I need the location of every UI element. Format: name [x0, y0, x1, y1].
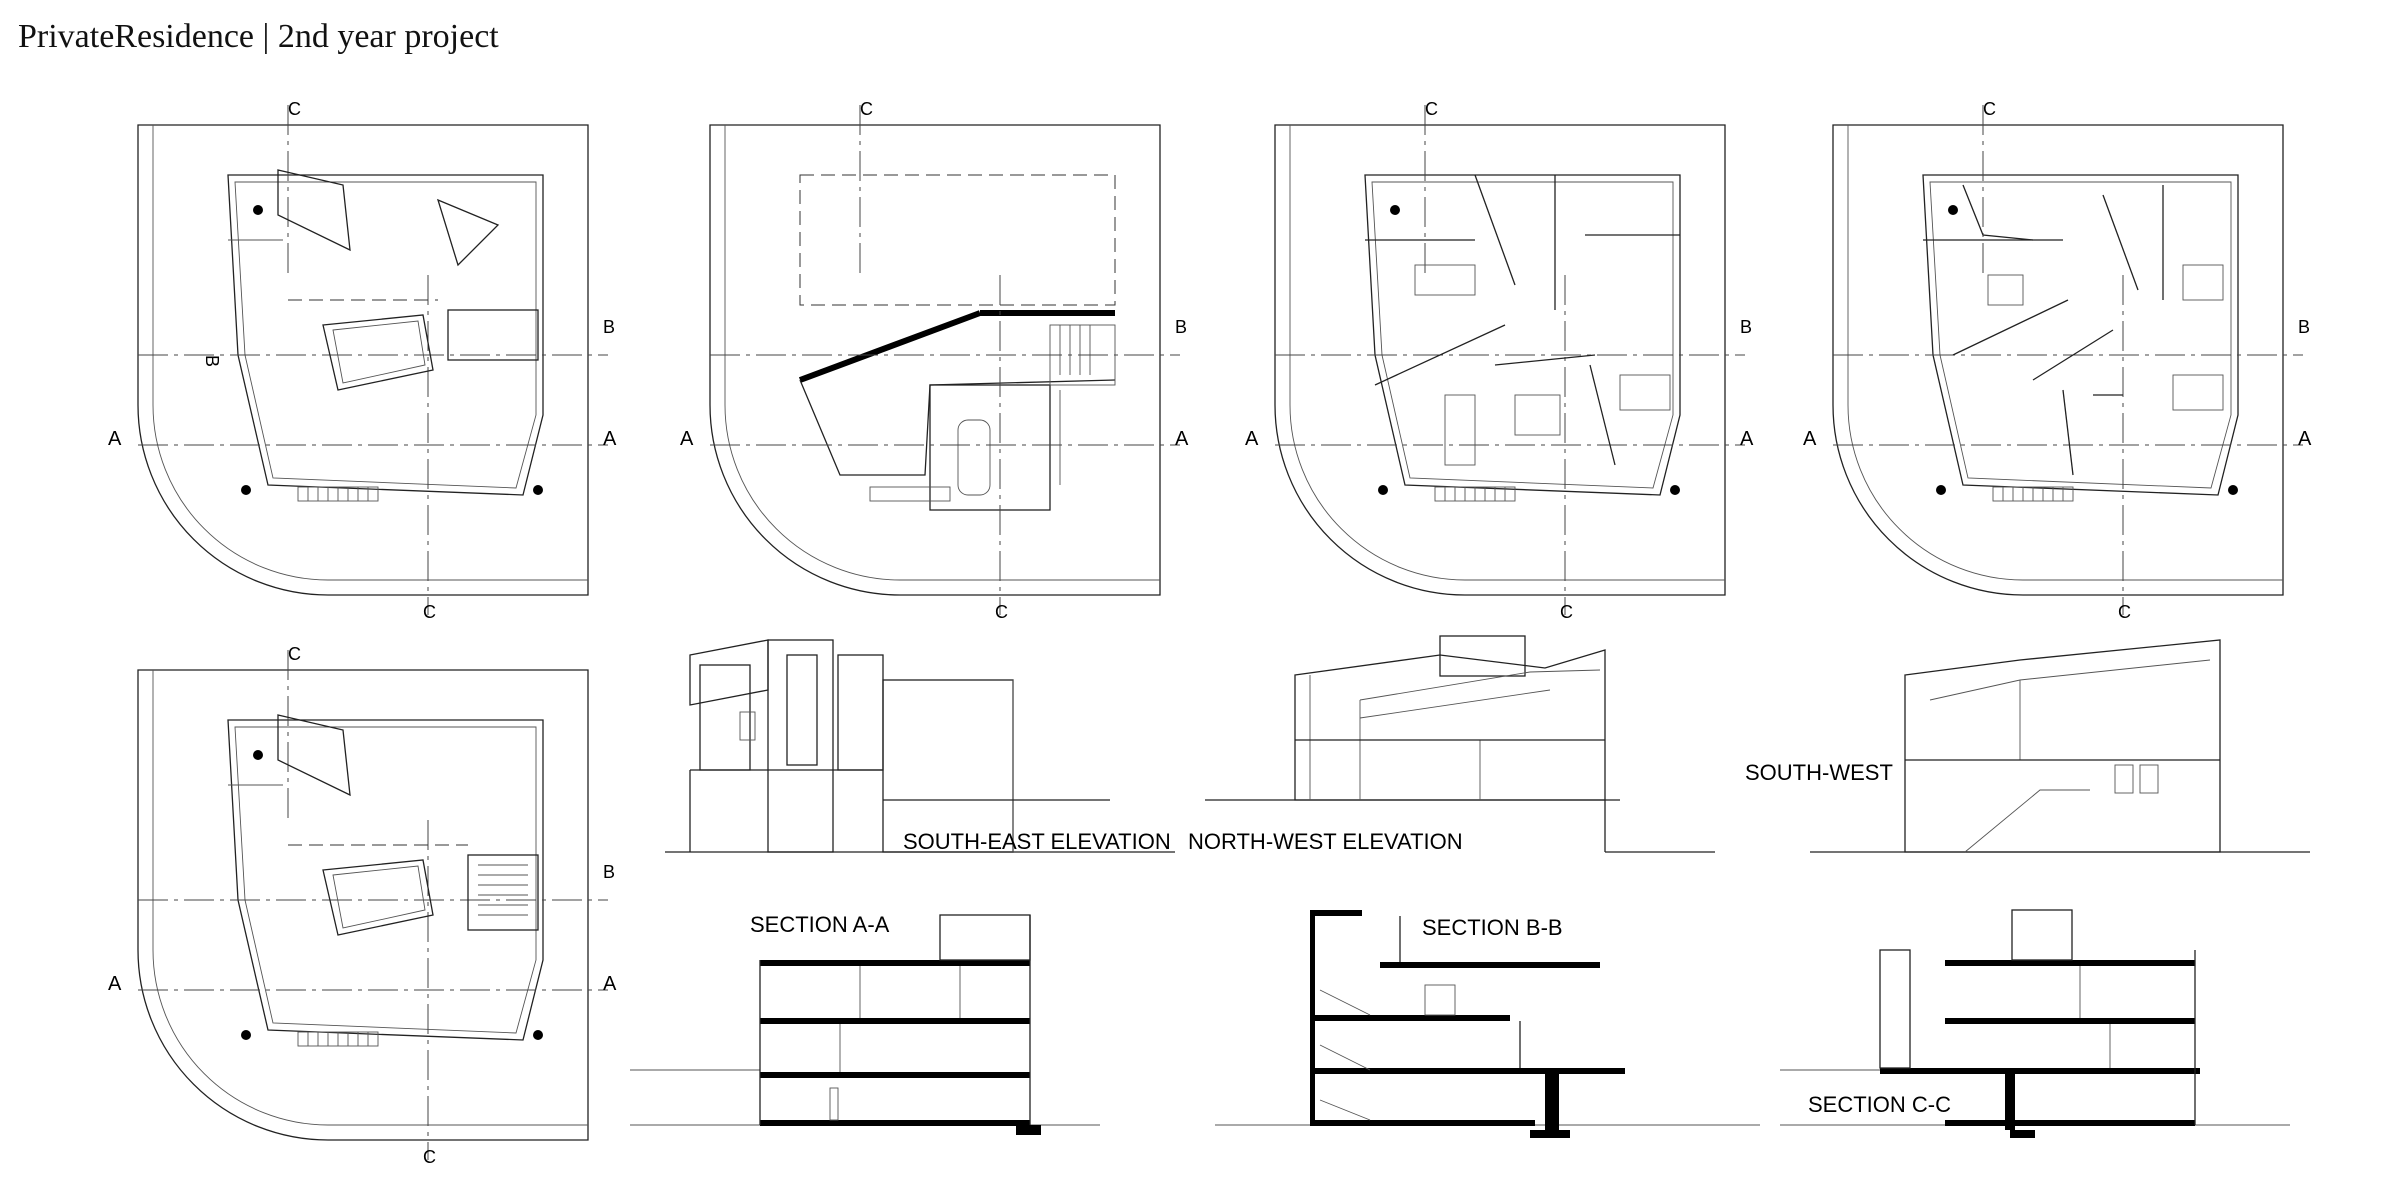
axis-label-c: C — [288, 644, 301, 664]
axis-label-a: A — [680, 428, 694, 450]
plan-second: B A A C C — [1803, 99, 2312, 622]
elevation-south-east: SOUTH-EAST ELEVATION — [665, 639, 1175, 854]
axis-label-c: C — [288, 99, 301, 119]
axis-label-c: C — [860, 99, 873, 119]
axis-label-c: C — [423, 602, 436, 622]
axis-label-b: B — [1175, 317, 1187, 337]
section-label: SECTION A-A — [750, 912, 890, 937]
section-c-c: SECTION C-C — [1780, 909, 2290, 1138]
axis-label-a: A — [603, 428, 617, 450]
plan-roof: B B A A C C — [108, 99, 617, 622]
axis-label-b: B — [603, 862, 615, 882]
axis-label-a: A — [108, 428, 122, 450]
section-b-b: SECTION B-B — [1215, 910, 1760, 1138]
axis-label-b: B — [603, 317, 615, 337]
plan-roof-stair: B A A C C — [108, 644, 617, 1167]
axis-label-c: C — [1983, 99, 1996, 119]
plan-first: B A A C C — [1245, 99, 1754, 622]
plan-ground: B A A C C — [680, 99, 1189, 622]
axis-label-c: C — [995, 602, 1008, 622]
axis-label-b: B — [1740, 317, 1752, 337]
section-a-a: SECTION A-A — [630, 912, 1100, 1135]
elevation-south-west: SOUTH-WEST — [1745, 639, 2310, 853]
elevation-label: NORTH-WEST ELEVATION — [1188, 829, 1463, 854]
axis-label-a: A — [1245, 428, 1259, 450]
axis-label-c: C — [423, 1147, 436, 1167]
axis-label-a: A — [603, 973, 617, 995]
elevation-label: SOUTH-EAST ELEVATION — [903, 829, 1171, 854]
axis-label-a: A — [108, 973, 122, 995]
section-label: SECTION B-B — [1422, 915, 1563, 940]
axis-label-c: C — [1560, 602, 1573, 622]
axis-label-a: A — [1175, 428, 1189, 450]
elevation-label: SOUTH-WEST — [1745, 760, 1893, 785]
section-label: SECTION C-C — [1808, 1092, 1951, 1117]
axis-label-c: C — [1425, 99, 1438, 119]
page-title: PrivateResidence | 2nd year project — [18, 18, 499, 55]
axis-label-c: C — [2118, 602, 2131, 622]
axis-label-a: A — [1803, 428, 1817, 450]
axis-label-b: B — [2298, 317, 2310, 337]
axis-label-b: B — [202, 355, 222, 367]
elevation-north-west: NORTH-WEST ELEVATION — [1188, 635, 1715, 854]
axis-label-a: A — [1740, 428, 1754, 450]
axis-label-a: A — [2298, 428, 2312, 450]
